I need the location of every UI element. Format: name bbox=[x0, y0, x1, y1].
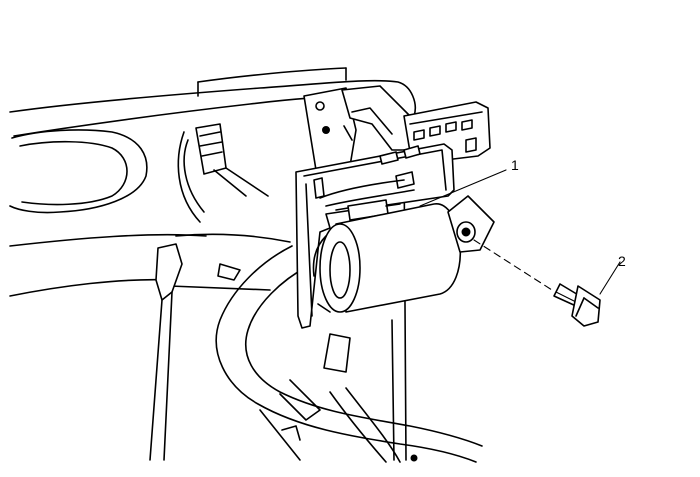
leader-lines bbox=[419, 169, 621, 295]
installation-path-line bbox=[473, 239, 553, 291]
cylindrical-component bbox=[312, 195, 495, 313]
wiring-harness bbox=[215, 245, 483, 463]
left-post bbox=[149, 243, 183, 461]
bolt-fastener bbox=[553, 283, 601, 327]
callout-2: 2 bbox=[618, 253, 626, 269]
leader-line-2 bbox=[599, 261, 621, 295]
lower-frame bbox=[259, 333, 418, 463]
left-connector-clip bbox=[177, 123, 269, 223]
callout-1: 1 bbox=[511, 157, 519, 173]
leader-line-1 bbox=[419, 169, 507, 207]
